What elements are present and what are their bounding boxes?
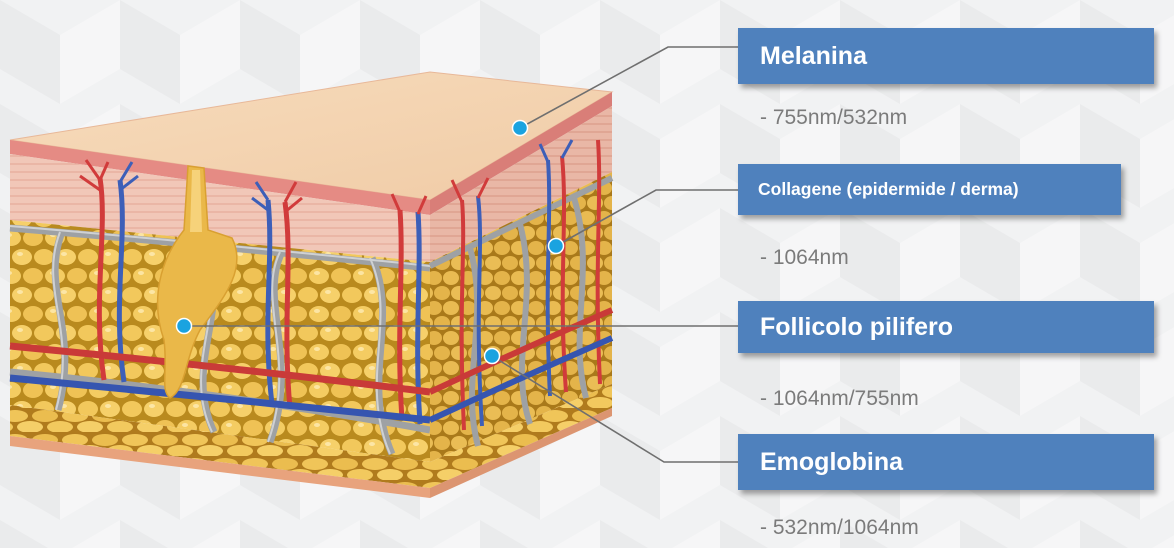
label-melanina: Melanina	[738, 28, 1154, 84]
label-follicolo: Follicolo pilifero	[738, 301, 1154, 353]
marker-follicolo	[177, 319, 192, 334]
wavelength-emoglobina: - 532nm/1064nm	[760, 516, 919, 540]
label-emoglobina: Emoglobina	[738, 434, 1154, 490]
wavelength-melanina: - 755nm/532nm	[760, 106, 907, 130]
label-melanina-text: Melanina	[760, 42, 867, 71]
front-face	[10, 140, 430, 498]
wavelength-follicolo: - 1064nm/755nm	[760, 387, 919, 411]
marker-melanina	[513, 121, 528, 136]
marker-emoglobina	[485, 349, 500, 364]
wavelength-collagene: - 1064nm	[760, 246, 849, 270]
label-collagene-text: Collagene (epidermide / derma)	[758, 179, 1019, 200]
marker-collagene	[549, 239, 564, 254]
label-follicolo-text: Follicolo pilifero	[760, 313, 953, 342]
label-emoglobina-text: Emoglobina	[760, 448, 903, 477]
label-collagene: Collagene (epidermide / derma)	[738, 164, 1121, 215]
